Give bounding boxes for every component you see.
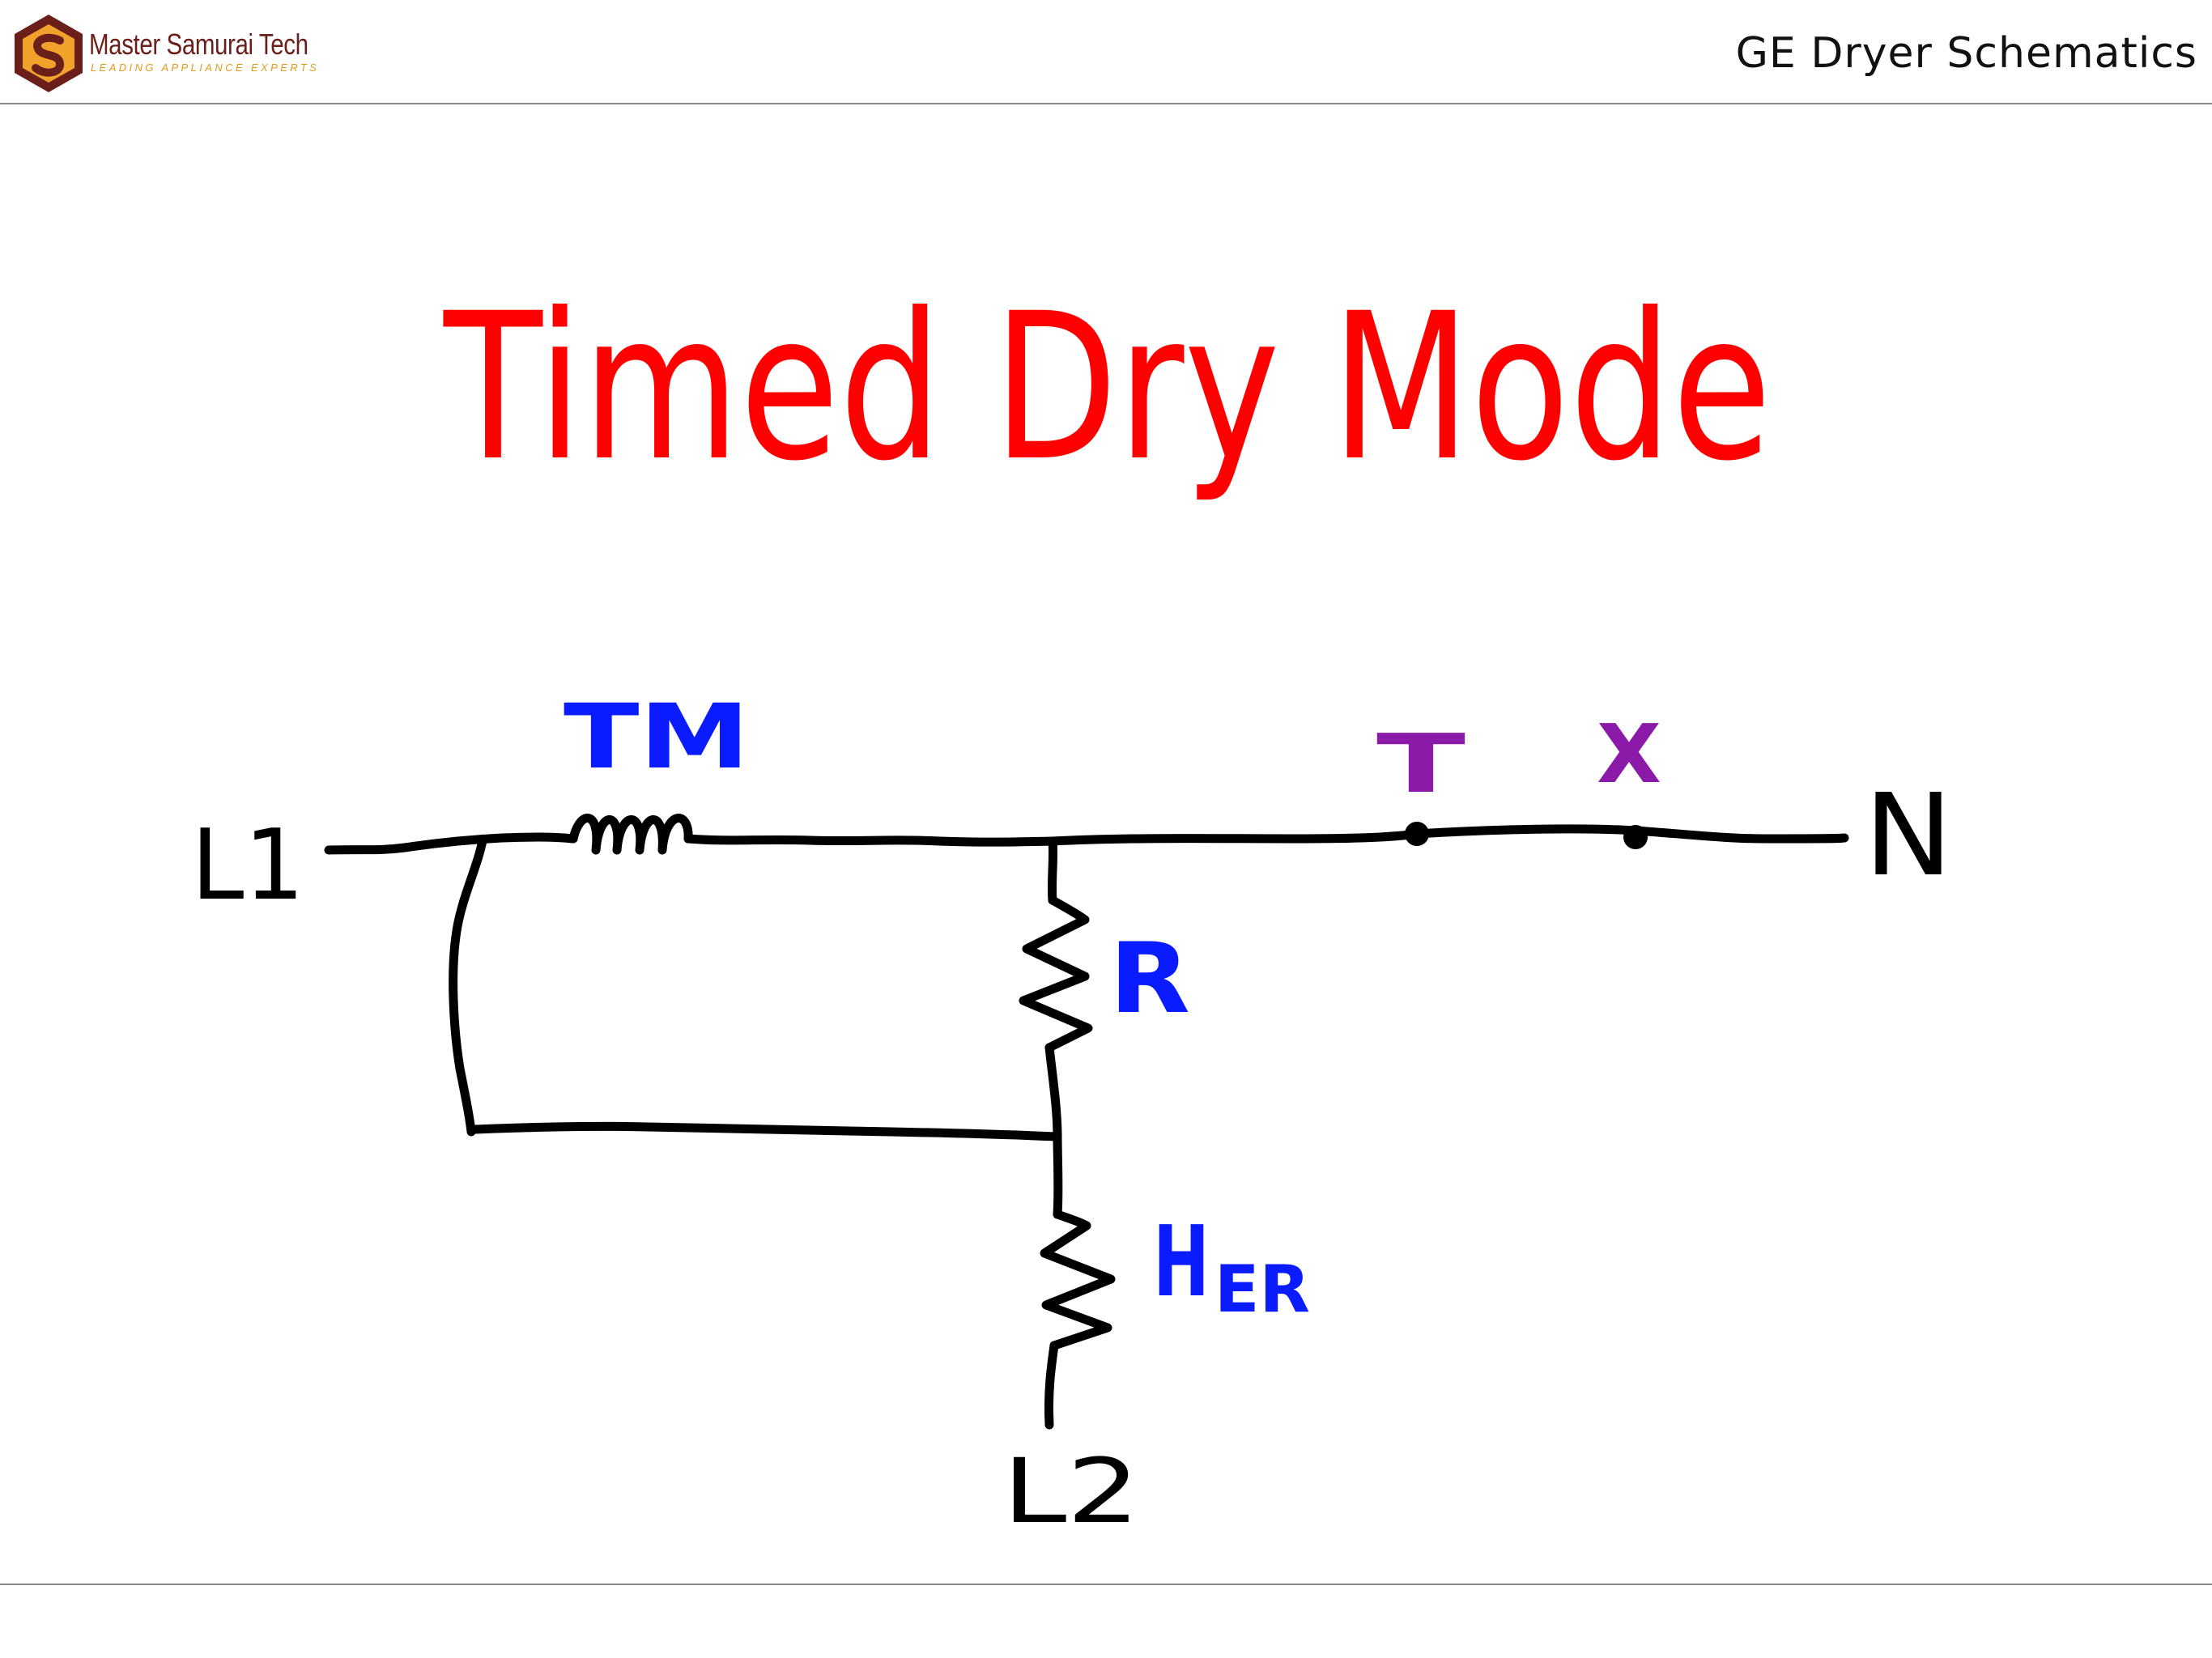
diagram-title: Timed Dry Mode — [443, 270, 1772, 505]
wire-junction-to-t — [1048, 829, 1422, 846]
t-contact-label: T — [1376, 716, 1465, 811]
wire-bypass-bottom — [470, 1121, 1062, 1141]
n-label: N — [1864, 770, 1953, 902]
tm-label: TM — [564, 685, 750, 789]
wire-junction-to-r — [1047, 836, 1058, 905]
header-divider — [0, 103, 2212, 104]
r-label: R — [1109, 923, 1190, 1035]
heater-subscript-label: ER — [1214, 1252, 1310, 1327]
x-contact-dot — [1623, 825, 1648, 849]
x-contact-label: X — [1597, 707, 1661, 801]
heater-label: H — [1153, 1206, 1210, 1319]
t-contact-dot — [1405, 822, 1429, 846]
wire-bypass-left — [449, 835, 487, 1137]
r-resistor-symbol — [1019, 895, 1093, 1052]
heater-symbol — [1040, 1209, 1116, 1350]
wire-r-to-heater — [1044, 1043, 1063, 1219]
page-heading: GE Dryer Schematics — [1735, 29, 2197, 78]
wire-t-to-x — [1412, 824, 1640, 839]
brand-tagline: LEADING APPLIANCE EXPERTS — [91, 62, 320, 74]
header: Master Samurai Tech LEADING APPLIANCE EX… — [0, 0, 2212, 104]
tm-coil-symbol — [568, 814, 693, 855]
l2-label: L2 — [1002, 1439, 1140, 1543]
wire-heater-to-l2 — [1044, 1341, 1059, 1430]
wire-tm-to-junction — [683, 834, 1057, 847]
footer-divider — [0, 1584, 2212, 1585]
brand-name: Master Samurai Tech — [89, 28, 308, 61]
wire-l1-to-tm — [324, 832, 578, 855]
master-samurai-logo-icon — [15, 15, 83, 92]
wire-x-to-n — [1631, 826, 1849, 844]
l1-label: L1 — [191, 810, 304, 922]
